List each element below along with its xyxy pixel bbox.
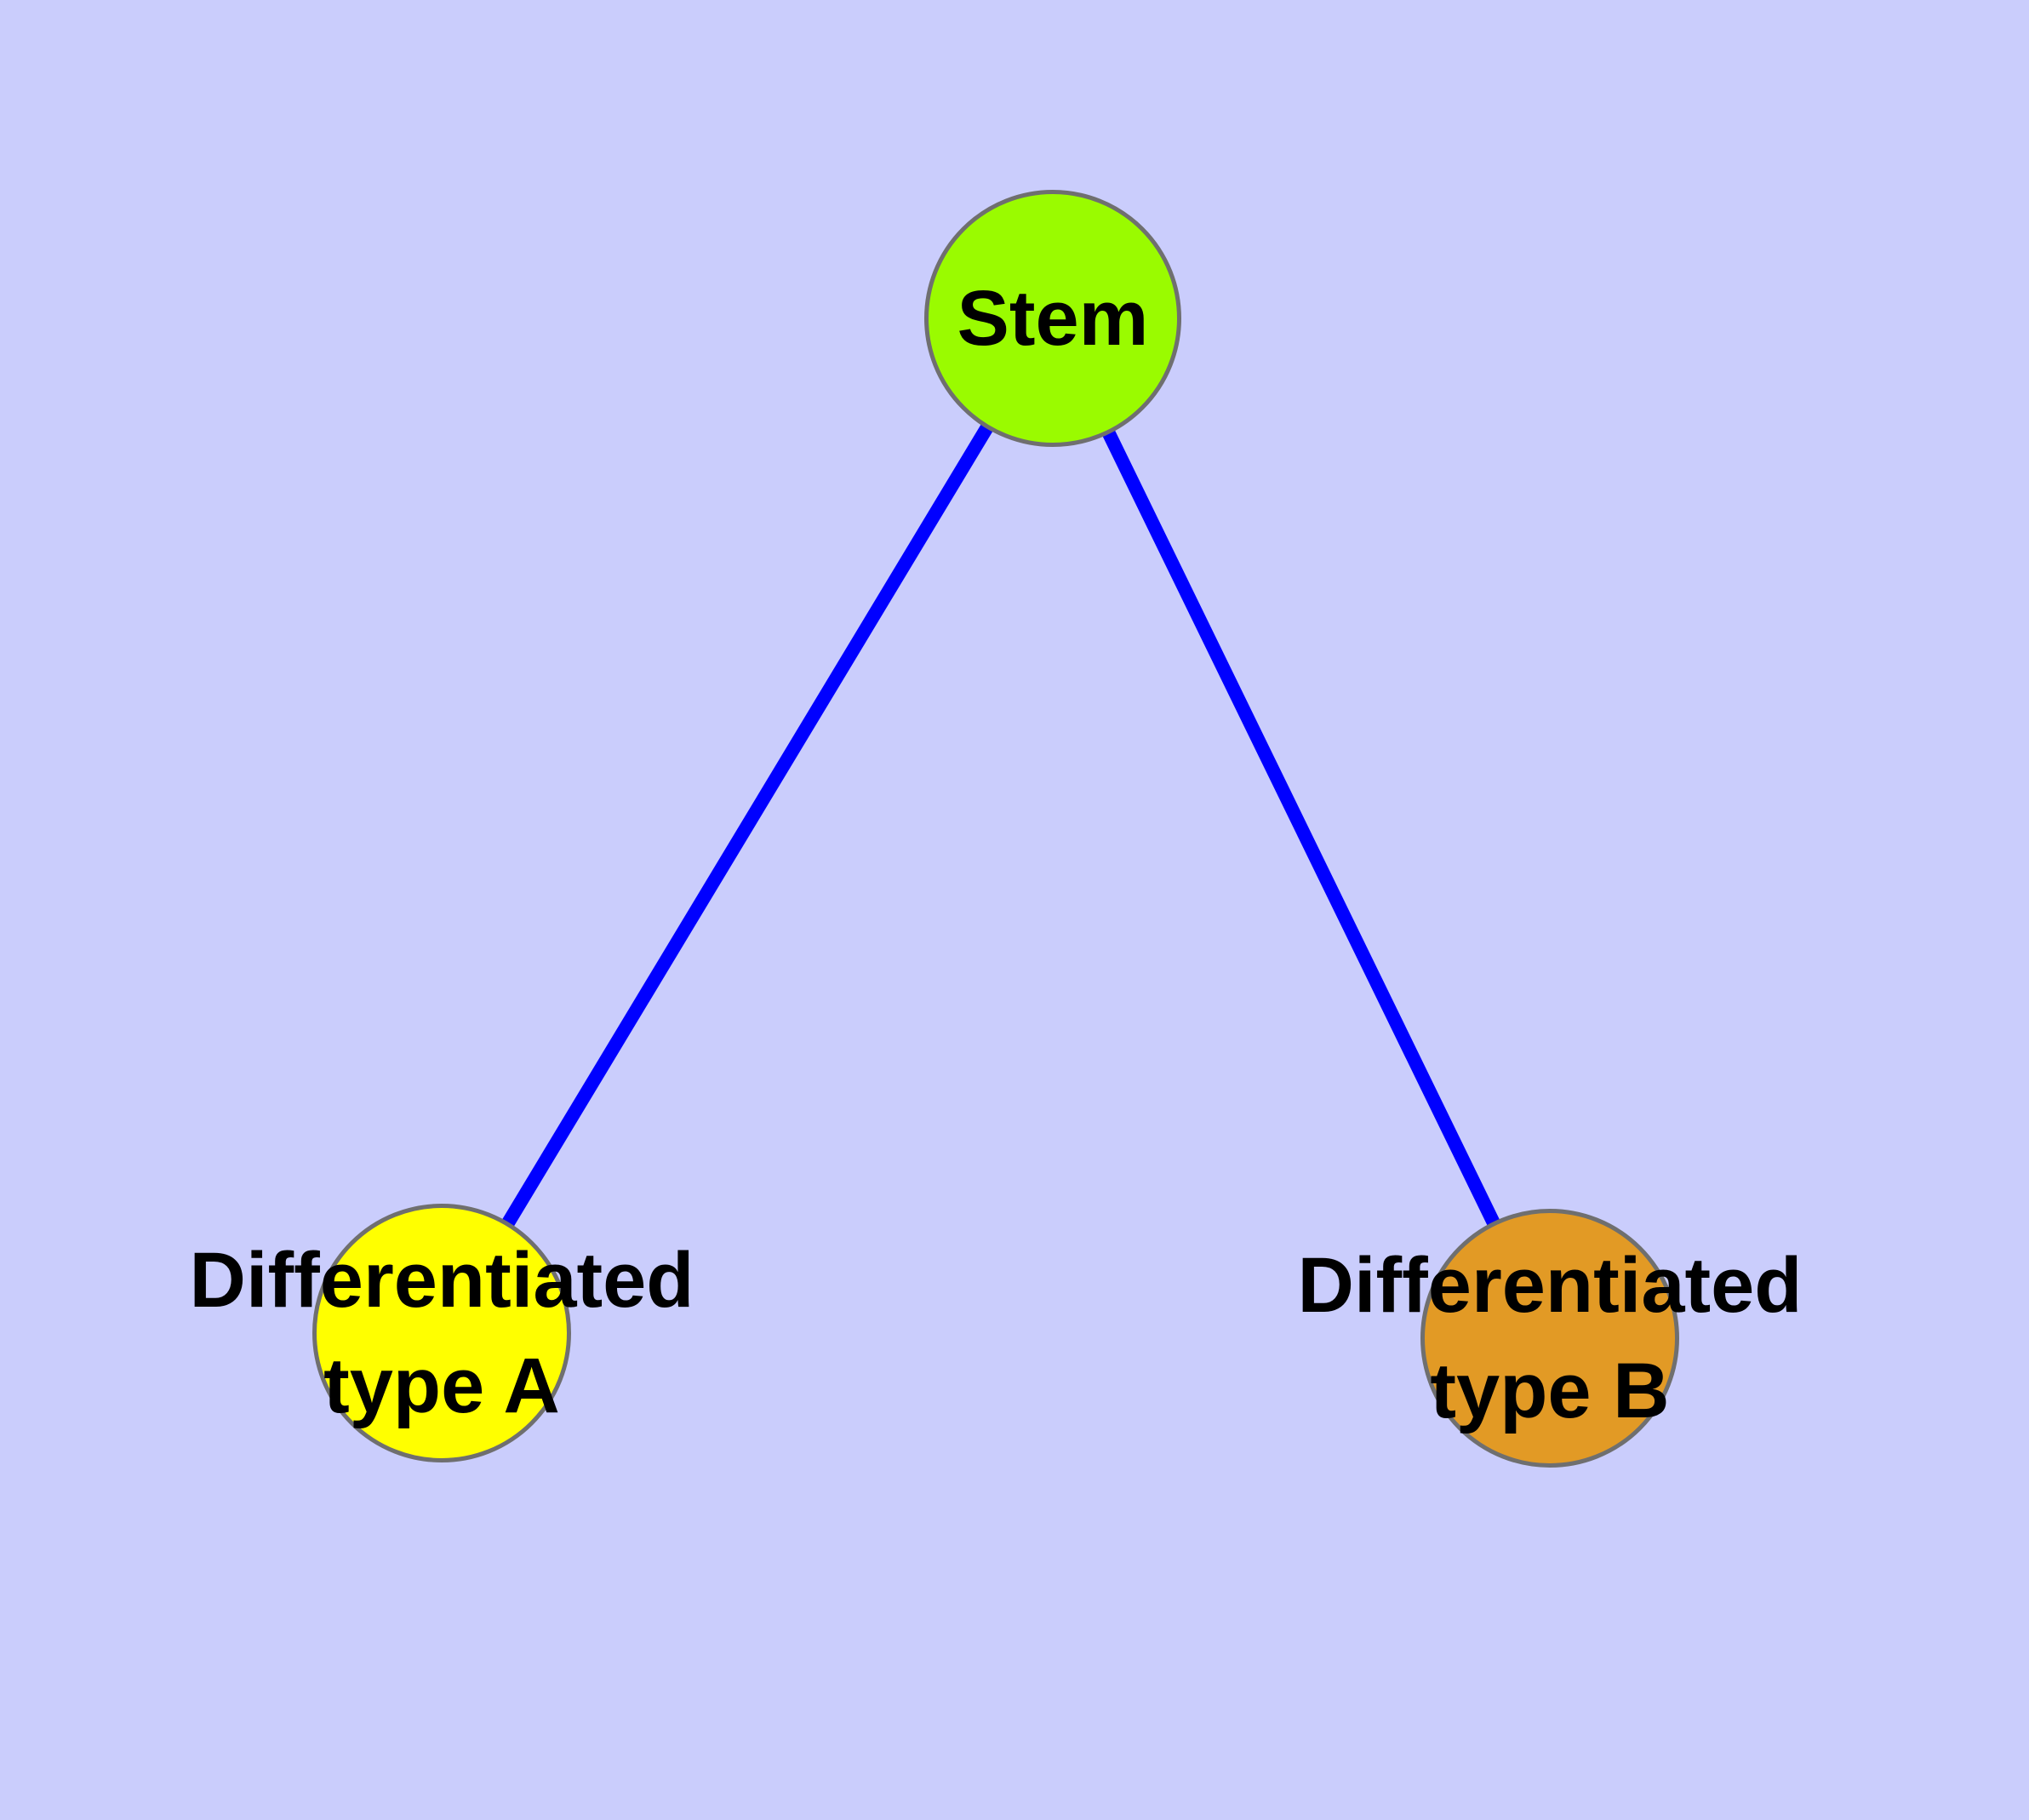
node-stem-label-text: Stem bbox=[957, 275, 1149, 362]
edge-stem-to-type-a bbox=[436, 314, 1059, 1337]
node-b-label-line1: Differentiated bbox=[1297, 1242, 1803, 1329]
node-stem bbox=[924, 190, 1181, 447]
node-differentiated-type-b bbox=[1420, 1209, 1679, 1468]
node-differentiated-type-b-label: Differentiated type B bbox=[1298, 1233, 1803, 1444]
node-a-label-line2: type A bbox=[323, 1342, 560, 1429]
edge-stem-to-type-b bbox=[1046, 315, 1557, 1342]
node-stem-label: Stem bbox=[957, 266, 1149, 371]
node-a-label-line1: Differentiated bbox=[189, 1237, 694, 1324]
node-differentiated-type-a-label: Differentiated type A bbox=[190, 1228, 694, 1439]
node-differentiated-type-a bbox=[312, 1204, 571, 1462]
node-b-label-line2: type B bbox=[1430, 1348, 1670, 1434]
